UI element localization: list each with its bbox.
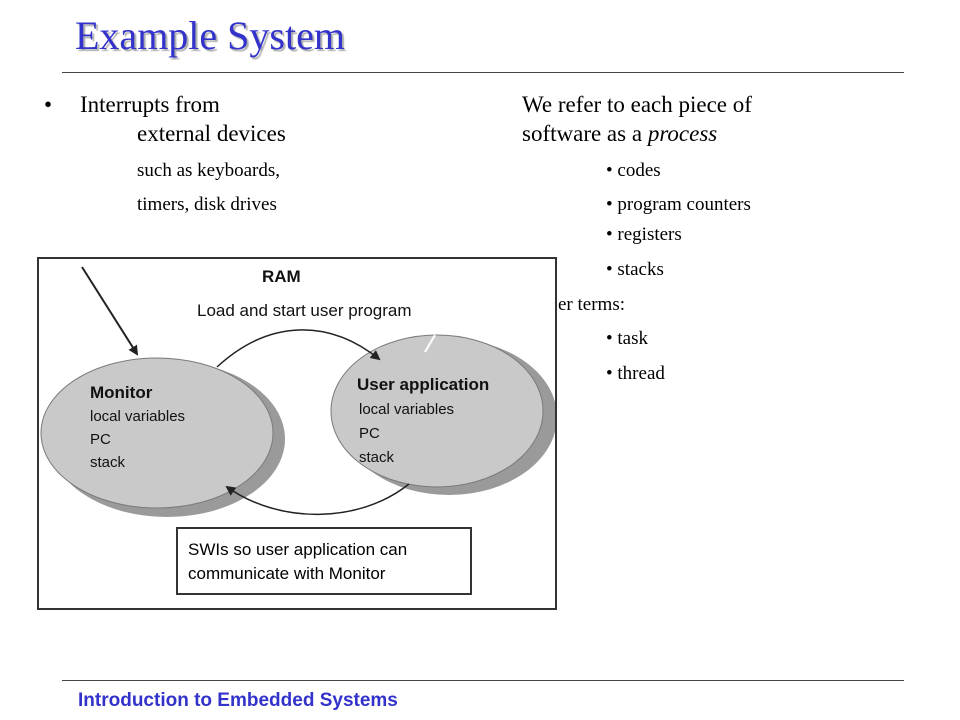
other-terms-label: er terms: — [558, 294, 626, 315]
monitor-title: Monitor — [90, 383, 153, 402]
monitor-local-variables: local variables — [90, 408, 186, 425]
ram-label: RAM — [262, 267, 301, 286]
process-item-codes: • codes — [606, 160, 661, 181]
title-divider — [62, 72, 904, 73]
user-app-stack: stack — [359, 449, 395, 466]
interrupts-line-3: such as keyboards, — [137, 160, 280, 181]
interrupt-arrow — [81, 266, 139, 356]
interrupts-line-4: timers, disk drives — [137, 194, 277, 215]
diagram-graphics — [40, 266, 555, 517]
other-term-thread: • thread — [606, 363, 665, 384]
user-app-title: User application — [357, 375, 490, 394]
footer-title: Introduction to Embedded Systems — [78, 690, 398, 711]
user-app-local-variables: local variables — [359, 401, 455, 418]
process-item-registers: • registers — [606, 224, 682, 245]
slide-title: Example System — [75, 13, 345, 58]
monitor-ellipse — [40, 357, 274, 509]
process-term: process — [647, 121, 718, 146]
bullet-marker: • — [44, 92, 53, 117]
interrupts-line-2: external devices — [137, 121, 286, 146]
load-arrow — [216, 329, 381, 368]
monitor-pc: PC — [90, 431, 111, 448]
process-intro-line-2: software as a process — [522, 121, 717, 147]
interrupts-line-1: Interrupts from — [80, 92, 220, 117]
user-app-edge-mark — [424, 334, 436, 353]
system-diagram: RAM Load and start user program Monitor … — [37, 257, 557, 610]
swi-box: SWIs so user application can communicate… — [176, 527, 472, 595]
process-item-program-counters: • program counters — [606, 194, 751, 215]
swi-text: SWIs so user application can communicate… — [188, 540, 408, 583]
process-item-stacks: • stacks — [606, 259, 664, 280]
ram-caption: Load and start user program — [197, 301, 412, 320]
other-term-task: • task — [606, 328, 649, 349]
monitor-stack: stack — [90, 454, 126, 471]
user-app-pc: PC — [359, 425, 380, 442]
swi-arrow — [225, 483, 410, 516]
process-intro-line-1: We refer to each piece of — [522, 92, 752, 117]
process-intro-prefix: software as a — [522, 121, 648, 146]
user-app-ellipse — [330, 334, 544, 488]
footer-divider — [62, 680, 904, 681]
